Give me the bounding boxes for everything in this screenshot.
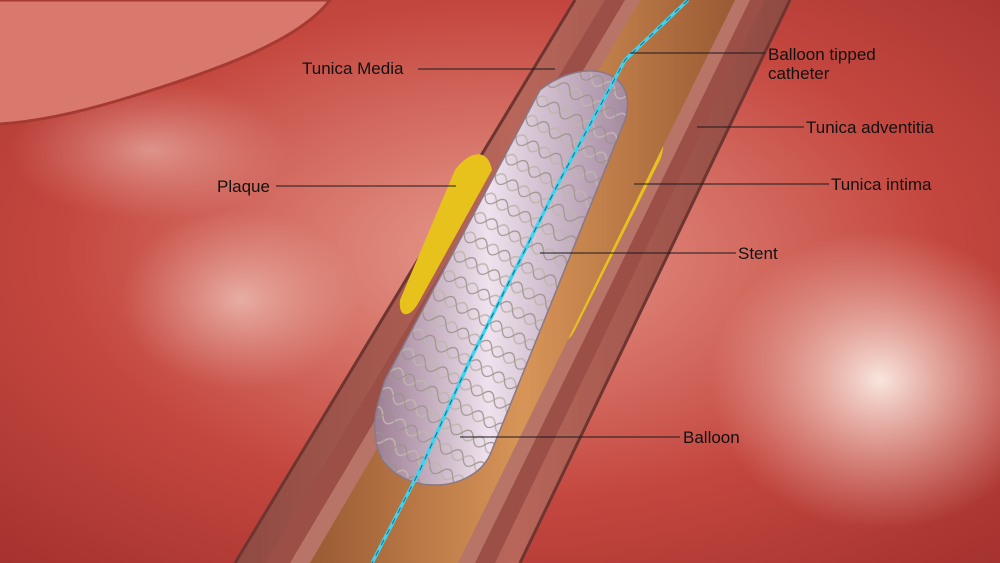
muscle-fold [0,0,330,124]
label-balloon-tipped-catheter: Balloon tipped catheter [768,45,876,83]
plaque-deposit [399,154,492,315]
tissue-highlight [120,210,360,390]
label-balloon: Balloon [683,428,740,447]
tissue-highlight [10,80,290,220]
label-tunica-media: Tunica Media [302,59,404,78]
label-tunica-adventitia: Tunica adventitia [806,118,934,137]
label-tunica-intima: Tunica intima [831,175,932,194]
label-balloon-tipped-catheter-line1: Balloon tipped [768,45,876,64]
label-stent: Stent [738,244,778,263]
label-plaque: Plaque [217,177,270,196]
label-balloon-tipped-catheter-line2: catheter [768,64,830,83]
tissue-highlight [710,230,1000,530]
leader-lines [276,52,829,438]
